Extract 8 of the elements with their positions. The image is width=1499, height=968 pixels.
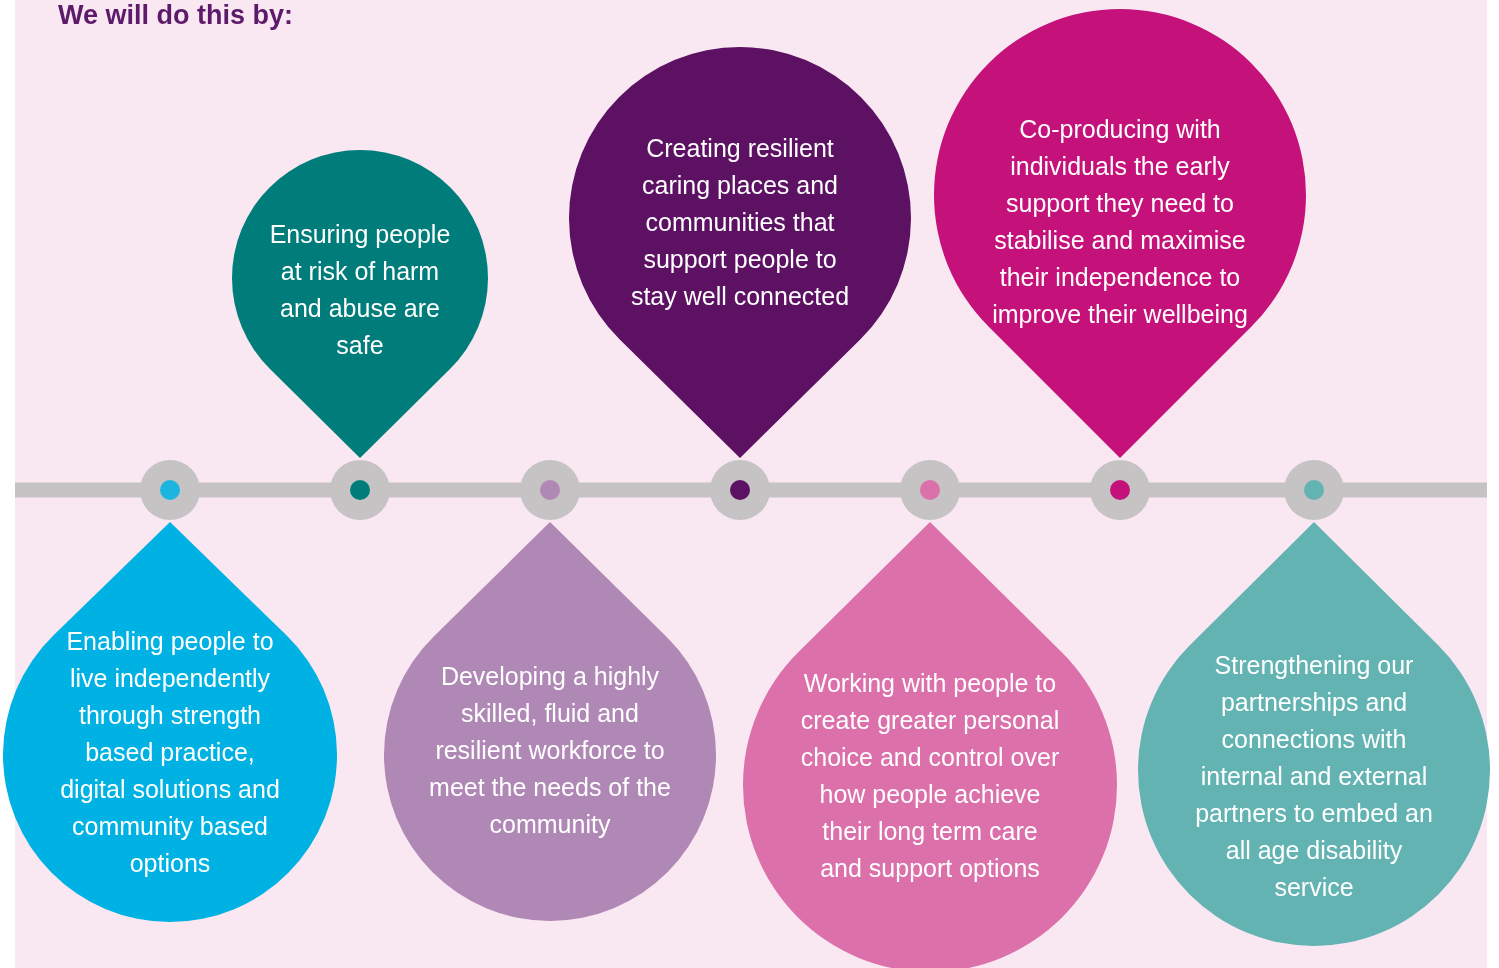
- goal-text: Enabling people to live independently through strength based practice, digital solutions and community based options: [59, 625, 281, 879]
- diagram-title: We will do this by:: [58, 0, 293, 31]
- goal-text: Developing a highly skilled, fluid and resilient workforce to meet the needs of the community: [428, 660, 672, 840]
- goal-text: Ensuring people at risk of harm and abuse are safe: [268, 219, 452, 361]
- goal-text: Creating resilient caring places and communities that support people to stay well connected: [629, 132, 851, 312]
- goal-text: Co-producing with individuals the early support they need to stabilise and maximise their independence to improve their wellbeing: [991, 114, 1249, 330]
- goal-text: Strengthening our partnerships and connections with internal and external partners to embed an all age disability service: [1194, 649, 1434, 903]
- goal-text: Working with people to create greater personal choice and control over how people achieve their long term care and support options: [800, 668, 1060, 884]
